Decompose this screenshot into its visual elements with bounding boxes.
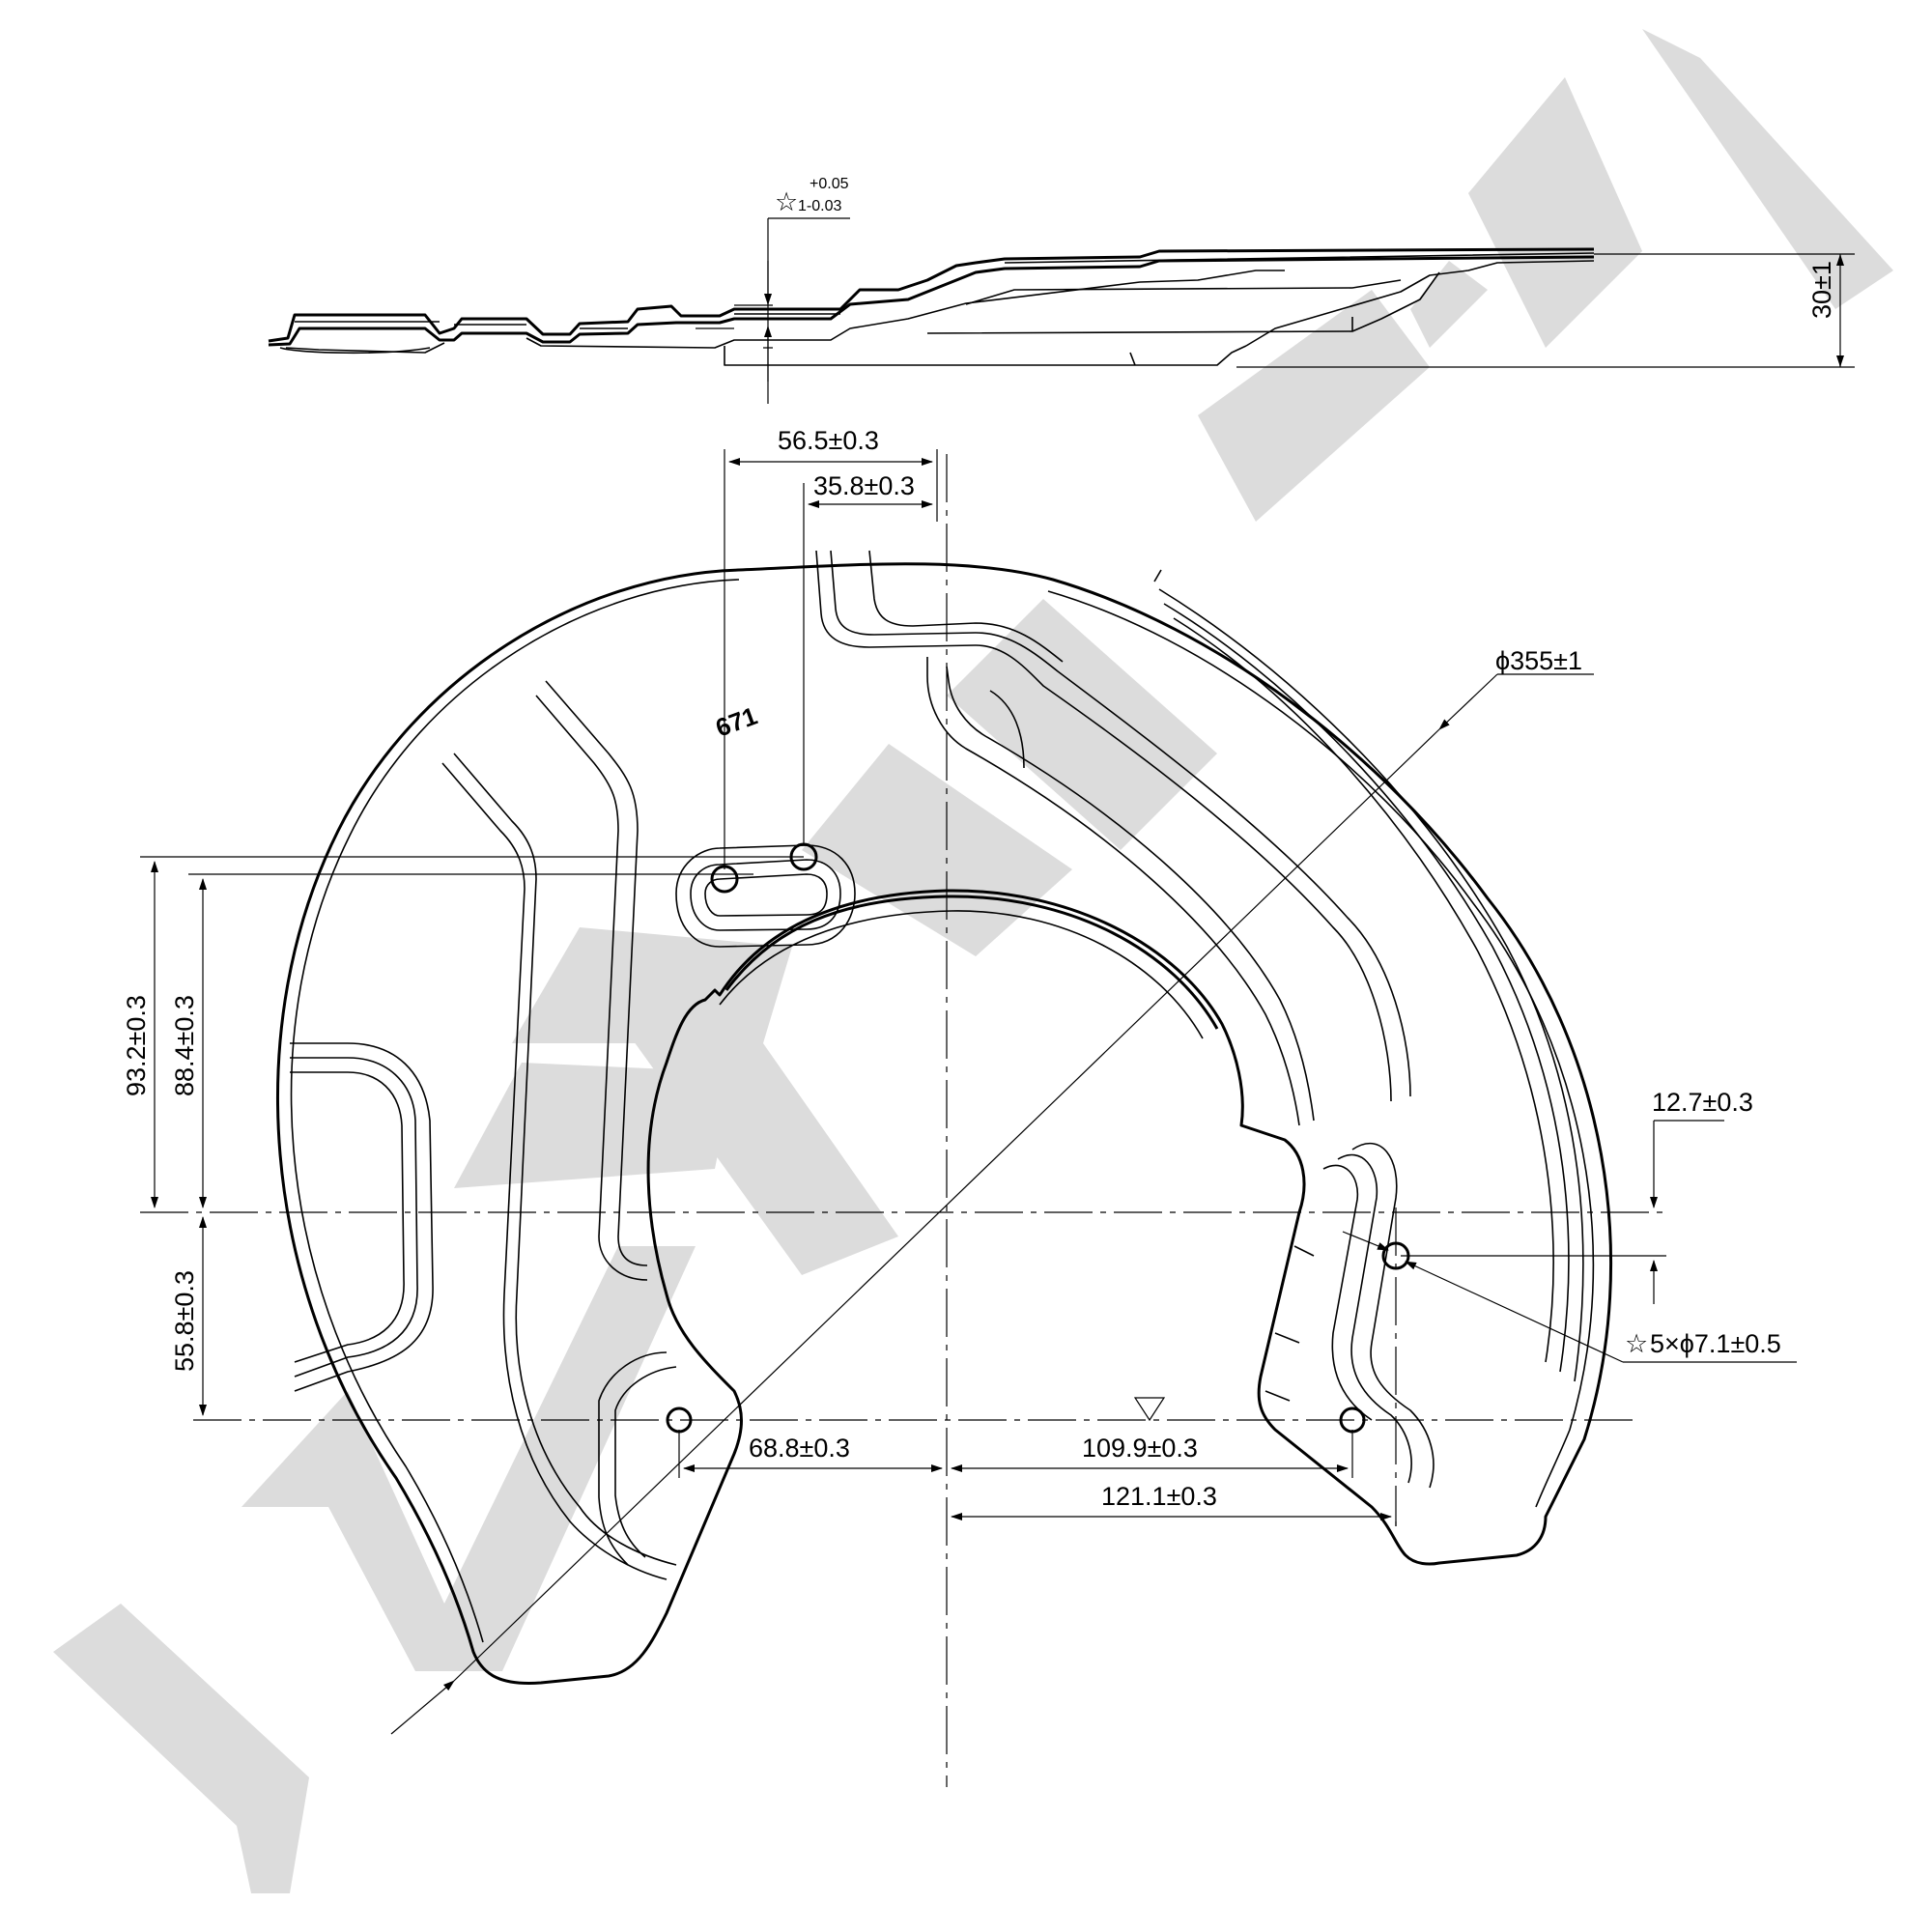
watermark-logo [53, 29, 1893, 1893]
right-hole-dimension: 109.9±0.3 [1082, 1434, 1198, 1463]
vert-top-dimension: 93.2±0.3 [122, 995, 151, 1096]
vert-bottom-dimension: 55.8±0.3 [170, 1270, 199, 1372]
part-number-stamp: 671 [712, 701, 761, 743]
side-profile-view [268, 217, 1855, 404]
vert-top-inner-dimension: 88.4±0.3 [170, 995, 199, 1096]
right-hole-far-dimension: 121.1±0.3 [1101, 1482, 1217, 1511]
critical-mark-holes: ☆ [1625, 1329, 1648, 1358]
thickness-tol-plus: +0.05 [810, 176, 849, 192]
diameter-dimension: ϕ355±1 [1495, 646, 1582, 675]
dimension-lines [140, 449, 1797, 1526]
left-hole-dimension: 68.8±0.3 [749, 1434, 850, 1463]
height-dimension: 30±1 [1807, 261, 1836, 319]
shield-front-view [140, 454, 1666, 1787]
slot-width-dimension: 56.5±0.3 [778, 426, 879, 455]
holes-dimension: 5×ϕ7.1±0.5 [1650, 1329, 1781, 1358]
critical-mark: ☆ [775, 187, 798, 216]
slot-hole-offset-dimension: 35.8±0.3 [813, 471, 915, 500]
right-offset-dimension: 12.7±0.3 [1652, 1088, 1753, 1117]
thickness-tol-minus: 1-0.03 [798, 198, 841, 214]
